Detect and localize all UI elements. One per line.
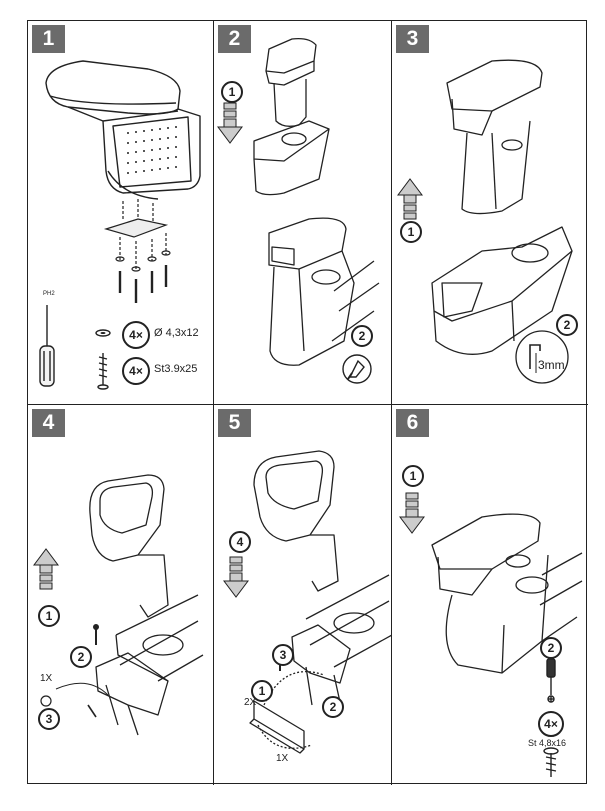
step-callout-1: 1 (402, 465, 424, 487)
clip-quantity-label: 2X (244, 697, 257, 708)
step-callout-2: 2 (322, 696, 344, 718)
cup-holder-removal-illustration (33, 474, 204, 736)
bracket-installation-illustration (223, 450, 392, 754)
step-callout-2: 2 (556, 314, 578, 336)
step-callout-1: 1 (38, 605, 60, 627)
armrest-lowering-illustration (217, 37, 380, 366)
step-callout-4: 4 (229, 531, 251, 553)
step-callout-1: 1 (221, 81, 243, 103)
screw-spec-label: St 4,8x16 (528, 738, 567, 748)
panel-6: 6 (391, 404, 588, 785)
bracket-quantity-label: 1X (276, 753, 289, 764)
step-callout-2: 2 (351, 325, 373, 347)
step-number: 2 (218, 25, 251, 53)
armrest-final-install-illustration (399, 492, 583, 777)
step-number: 4 (32, 409, 65, 437)
step-callout-1: 1 (251, 680, 273, 702)
panel-4: 4 (28, 404, 213, 785)
step-number: 3 (396, 25, 429, 53)
instruction-sheet: 1 (27, 20, 588, 785)
washer-spec-label: Ø 4,3x12 (154, 327, 199, 339)
step-number: 5 (218, 409, 251, 437)
step-callout-3: 3 (272, 644, 294, 666)
washer-quantity-badge: 4× (122, 321, 150, 349)
screw-quantity-badge: 4× (122, 357, 150, 385)
panel-1: 1 (28, 21, 213, 404)
gap-measurement-label: 3mm (538, 358, 565, 372)
step-callout-2: 2 (70, 646, 92, 668)
step-callout-2: 2 (540, 637, 562, 659)
step-callout-1: 1 (400, 221, 422, 243)
step-number: 6 (396, 409, 429, 437)
armrest-assembly-illustration (39, 60, 201, 390)
step-number: 1 (32, 25, 65, 53)
armrest-lifting-illustration (397, 59, 573, 384)
screw-spec-label: St3.9x25 (154, 363, 198, 375)
step-callout-3: 3 (38, 708, 60, 730)
clip-quantity-label: 1X (40, 673, 53, 684)
tool-size-label: PH2 (43, 291, 55, 297)
panel-3: 3 (391, 21, 588, 404)
panel-5: 5 (213, 404, 392, 785)
screw-quantity-badge: 4× (538, 711, 564, 737)
panel-2: 2 (213, 21, 391, 404)
